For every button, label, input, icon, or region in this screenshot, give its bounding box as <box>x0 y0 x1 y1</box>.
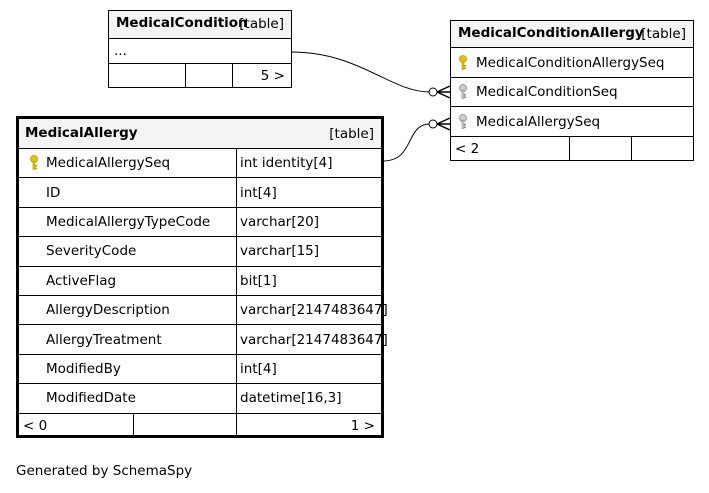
foreign-key-icon <box>459 113 467 129</box>
table-name: MedicalAllergy <box>25 125 138 141</box>
column-type: varchar[2147483647] <box>240 302 388 319</box>
footer-right: 1 > <box>350 417 375 434</box>
foreign-key-icon <box>459 84 467 99</box>
table-header: MedicalCondition [table] <box>109 11 291 39</box>
table-footer: < 0 1 > <box>19 413 381 438</box>
table-medical-allergy[interactable]: MedicalAllergy [table] MedicalAllergySeq… <box>16 116 388 438</box>
column-type: datetime[16,3] <box>240 390 342 407</box>
table-row[interactable]: ModifiedDate datetime[16,3] <box>19 384 381 414</box>
table-row[interactable]: MedicalAllergySeq <box>451 107 693 137</box>
column-name: ModifiedBy <box>46 360 121 377</box>
column-name: MedicalConditionSeq <box>476 84 618 100</box>
column-name: MedicalAllergySeq <box>46 155 171 172</box>
table-kind: [table] <box>329 126 374 142</box>
table-row[interactable]: ModifiedBy int[4] <box>19 354 381 385</box>
table-footer: < 2 <box>451 137 693 160</box>
column-type: varchar[2147483647] <box>240 331 388 348</box>
column-name: MedicalAllergyTypeCode <box>46 213 211 230</box>
relationship-allergy-to-conditionallergy-link <box>382 123 431 162</box>
table-row[interactable]: ID int[4] <box>19 178 381 208</box>
table-footer: 5 > <box>109 64 291 87</box>
table-row[interactable]: SeverityCode varchar[15] <box>19 237 381 267</box>
column-type: varchar[15] <box>240 243 320 260</box>
primary-key-icon <box>30 155 38 170</box>
relationship-optional-circle <box>428 119 438 129</box>
table-row[interactable]: MedicalAllergySeq int identity[4] <box>19 149 381 179</box>
table-row[interactable]: ActiveFlag bit[1] <box>19 266 381 296</box>
column-type: int[4] <box>240 184 277 201</box>
column-type: varchar[20] <box>240 213 320 230</box>
table-row[interactable]: AllergyTreatment varchar[2147483647] <box>19 325 388 355</box>
table-row[interactable]: AllergyDescription varchar[2147483647] <box>19 295 388 326</box>
footer-right: 5 > <box>260 67 285 84</box>
table-name: MedicalConditionAllergy <box>458 25 644 41</box>
table-row[interactable]: MedicalConditionSeq <box>451 78 693 107</box>
column-name: MedicalConditionAllergySeq <box>476 54 665 71</box>
column-name: AllergyTreatment <box>46 331 162 348</box>
table-row[interactable]: MedicalAllergyTypeCode varchar[20] <box>19 207 381 238</box>
column-type: int[4] <box>240 360 277 377</box>
column-type: int identity[4] <box>240 155 333 172</box>
relationship-optional-circle <box>428 87 438 97</box>
relationship-crowsfoot <box>436 85 451 99</box>
column-type: bit[1] <box>240 272 277 289</box>
table-medical-condition[interactable]: MedicalCondition [table] ... 5 > <box>108 10 292 88</box>
table-kind: [table] <box>641 26 686 42</box>
footer-left: < 2 <box>455 140 480 157</box>
table-header: MedicalConditionAllergy [table] <box>451 21 693 48</box>
column-name: MedicalAllergySeq <box>476 113 601 130</box>
generated-by-text: Generated by SchemaSpy <box>16 463 193 479</box>
column-name: ID <box>46 184 61 201</box>
table-name: MedicalCondition <box>116 15 248 31</box>
relationship-condition-to-allergy-link <box>290 51 431 93</box>
table-header: MedicalAllergy [table] <box>19 119 381 149</box>
table-row: ... <box>109 39 291 64</box>
footer-left: < 0 <box>23 417 48 434</box>
column-name: SeverityCode <box>46 243 137 260</box>
column-name: ActiveFlag <box>46 272 117 289</box>
table-row[interactable]: MedicalConditionAllergySeq <box>451 48 693 78</box>
relationship-crowsfoot <box>436 117 451 131</box>
table-medical-condition-allergy[interactable]: MedicalConditionAllergy [table] MedicalC… <box>450 20 694 161</box>
column-name: AllergyDescription <box>46 302 170 319</box>
primary-key-icon <box>459 54 467 70</box>
ellipsis-text: ... <box>114 43 127 59</box>
table-kind: [table] <box>239 16 284 32</box>
column-name: ModifiedDate <box>46 390 136 407</box>
